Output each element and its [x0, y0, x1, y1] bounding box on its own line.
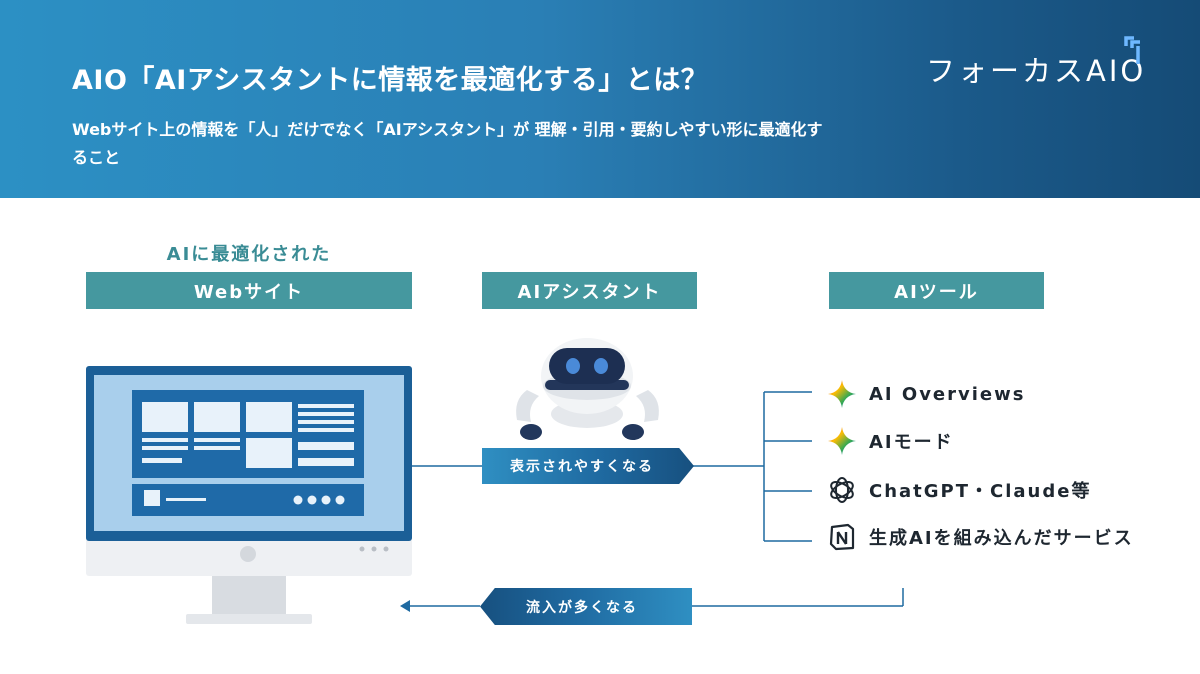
openai-icon: [826, 474, 858, 506]
website-monitor-illustration: [86, 366, 412, 624]
tool-item-ai-overviews: AI Overviews: [826, 378, 1025, 410]
ai-robot-illustration: [516, 338, 659, 440]
tool-item-chatgpt-claude: ChatGPT・Claude等: [826, 474, 1091, 506]
brand-logo-text: フォーカスAIO: [926, 54, 1147, 88]
logo-arrow-icon: [1124, 36, 1140, 64]
page-subtitle: Webサイト上の情報を「人」だけでなく「AIアシスタント」が 理解・引用・要約し…: [72, 120, 823, 167]
website-label: Webサイト: [86, 272, 412, 309]
tool-item-ai-mode: AIモード: [826, 425, 954, 457]
gemini-sparkle-icon: [826, 378, 858, 410]
arrow-more-visible: 表示されやすくなる: [482, 448, 694, 484]
notion-icon: [826, 521, 858, 553]
tools-label: AIツール: [829, 272, 1044, 309]
brand-logo: フォーカスAIO: [926, 36, 1156, 90]
header-banner: AIO「AIアシスタントに情報を最適化する」とは？ Webサイト上の情報を「人」…: [0, 0, 1200, 198]
tool-label: ChatGPT・Claude等: [869, 481, 1092, 502]
tool-label: AI Overviews: [869, 383, 1026, 405]
page-title: AIO「AIアシスタントに情報を最適化する」とは？: [72, 65, 709, 96]
website-caption: AIに最適化された: [166, 244, 332, 265]
tool-item-genai-services: 生成AIを組み込んだサービス: [826, 521, 1134, 553]
tool-label: 生成AIを組み込んだサービス: [869, 528, 1134, 549]
gemini-sparkle-icon: [826, 425, 858, 457]
tool-label: AIモード: [869, 432, 954, 453]
arrow-more-traffic: 流入が多くなる: [480, 588, 692, 625]
assistant-label: AIアシスタント: [482, 272, 697, 309]
